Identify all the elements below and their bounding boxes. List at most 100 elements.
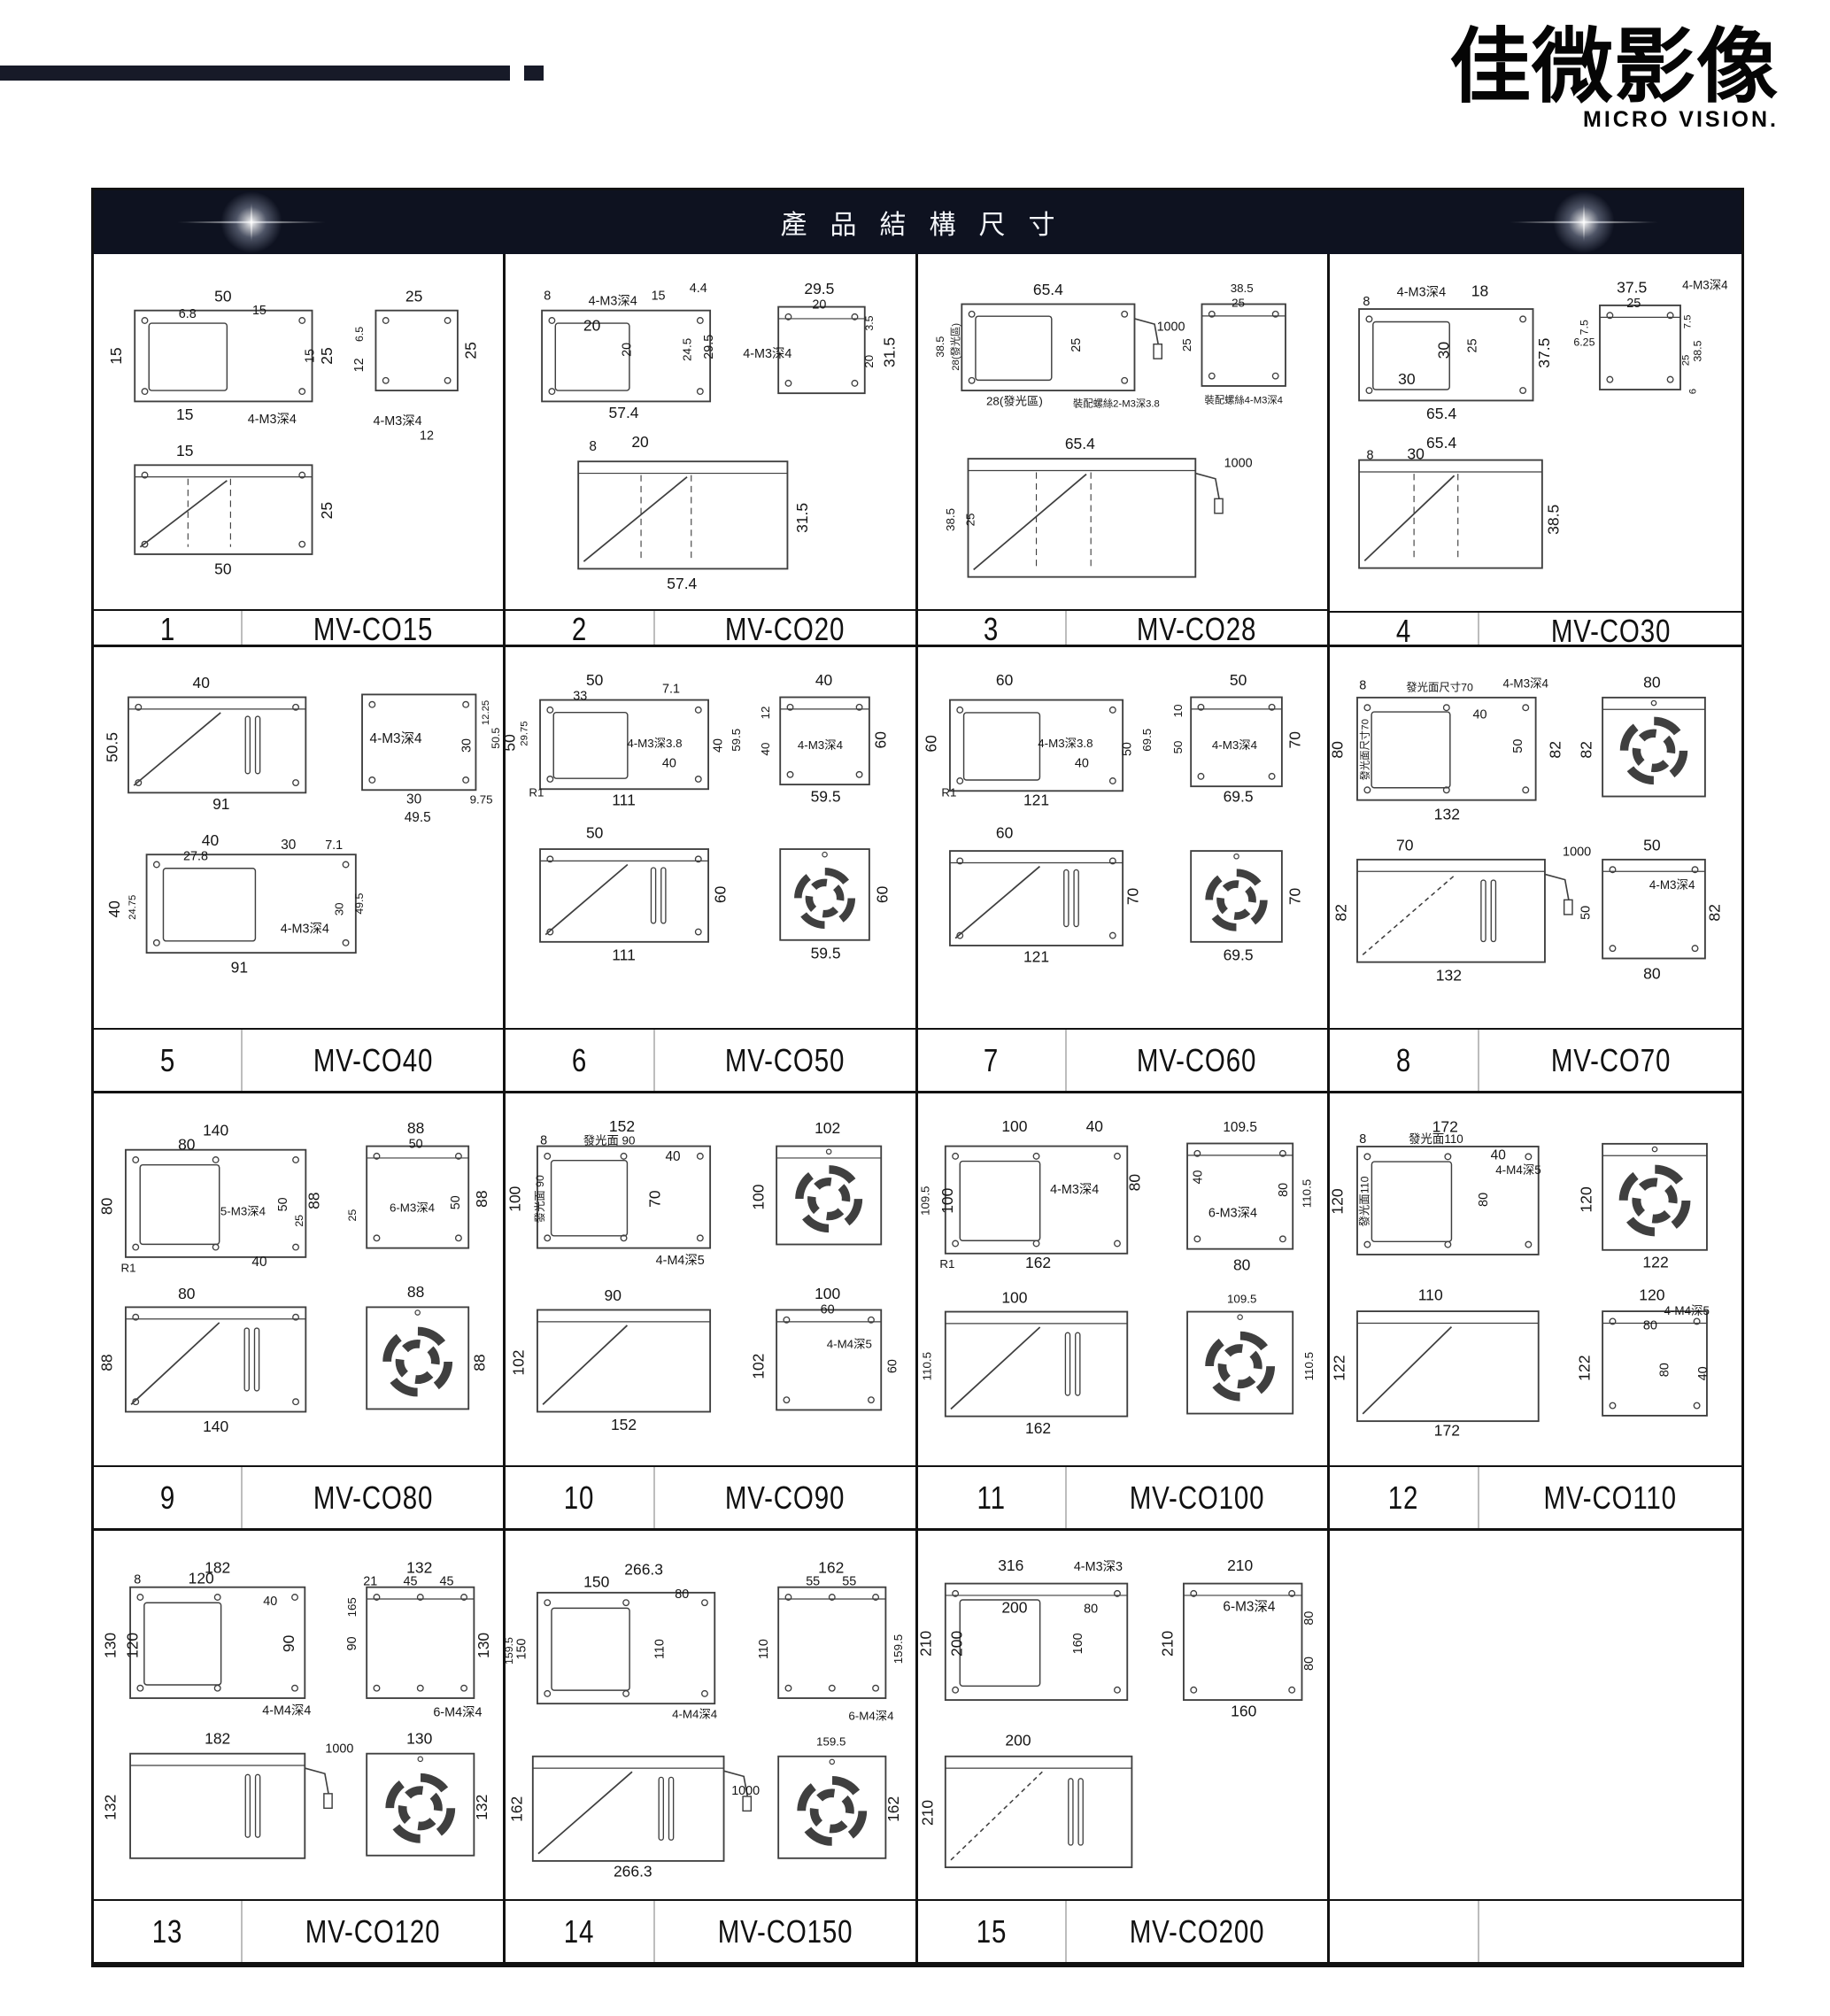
dimension-label: 29.5 [702, 335, 716, 359]
dimension-label: 38.5 [1692, 340, 1704, 361]
dimension-label: 40 [1472, 708, 1486, 722]
dimension-label: 80 [676, 1587, 690, 1602]
dimension-label: 69.5 [1139, 729, 1153, 752]
dimension-label: 100 [750, 1184, 768, 1209]
dimension-label: 30 [281, 838, 296, 853]
dimension-label: 88 [98, 1354, 116, 1371]
dimension-label: 4-M3深4 [248, 412, 297, 427]
dimension-label: 4-M4深4 [672, 1708, 718, 1721]
dimension-label: 40 [712, 738, 726, 753]
dimension-label: 210 [1227, 1556, 1253, 1574]
dimension-label: 60 [922, 735, 939, 753]
product-number: 4 [1330, 613, 1480, 651]
dimension-label: 4-M3深4 [1502, 676, 1548, 690]
product-name: MV-CO60 [1137, 1041, 1257, 1078]
dimension-label: 100 [1001, 1288, 1027, 1306]
dimension-label: 100 [1001, 1117, 1027, 1135]
dimension-label: 31.5 [793, 503, 811, 533]
product-name: MV-CO200 [1129, 1912, 1265, 1950]
dimension-label: 55 [843, 1575, 857, 1589]
dimension-label: R1 [121, 1261, 136, 1274]
dimension-label: 152 [611, 1416, 637, 1433]
dimension-label: 4-M4深5 [1495, 1163, 1541, 1177]
dimension-label: 8 [544, 289, 552, 303]
dimension-label: 150 [583, 1573, 609, 1591]
dimension-label: 28(發光區) [949, 323, 961, 371]
dimension-label: 150 [515, 1639, 529, 1660]
dimension-label: 109.5 [918, 1186, 931, 1216]
dimension-label: 109.5 [1223, 1120, 1257, 1135]
dimension-label: 110 [653, 1639, 668, 1659]
dimension-label: 60 [874, 885, 892, 903]
dimension-label: 7.5 [1578, 320, 1590, 335]
dimension-label: 210 [918, 1800, 936, 1826]
dimension-label: 6.8 [179, 307, 197, 321]
product-name: MV-CO100 [1129, 1479, 1265, 1516]
dimension-label: 130 [406, 1729, 432, 1747]
dimension-label: 4-M3深4 [281, 922, 329, 937]
dimension-label: 12 [420, 429, 434, 444]
dimension-label: 50 [449, 1195, 463, 1209]
dimension-label: 50 [214, 560, 232, 578]
product-number: 2 [506, 610, 655, 648]
dimension-label: 132 [406, 1558, 432, 1576]
product-number [1330, 1901, 1480, 1962]
dimension-label: 29.75 [520, 721, 530, 745]
dimension-label: 110.5 [1301, 1352, 1315, 1380]
table-header: 產品結構尺寸 [94, 190, 1741, 254]
product-name: MV-CO28 [1137, 610, 1257, 647]
dimension-label: 24.5 [681, 338, 694, 361]
dimension-label: 90 [345, 1636, 359, 1650]
dimension-label: 4-M3深3.8 [628, 737, 683, 750]
dimension-label: 40 [251, 1255, 266, 1270]
dimension-label: 40 [202, 831, 220, 849]
dimension-label: 82 [1546, 741, 1564, 759]
dimension-label: 4-M3深4 [1211, 738, 1257, 752]
dimension-label: 25 [405, 287, 422, 305]
dimension-label: 4-M3深3.8 [1038, 737, 1093, 750]
dimension-label: 25 [1465, 338, 1479, 352]
dimension-label: 65.4 [1064, 435, 1094, 452]
product-number: 11 [918, 1467, 1067, 1528]
flare-icon [1509, 191, 1659, 253]
product-number: 14 [506, 1901, 655, 1962]
dimension-label: 40 [662, 757, 676, 771]
dimension-label: 50.5 [104, 732, 121, 762]
dimension-label: R1 [941, 785, 956, 799]
dimension-label: 40 [815, 671, 833, 689]
dimension-label: 6-M3深4 [1223, 1598, 1275, 1614]
dimension-label: 6-M4深4 [433, 1705, 482, 1720]
dimension-label: 159.5 [892, 1634, 905, 1664]
dimension-label: 40 [1074, 757, 1088, 771]
dimension-label: 102 [815, 1119, 840, 1137]
dimension-label: 210 [1158, 1631, 1176, 1657]
dimension-label: 65.4 [1426, 405, 1456, 422]
dimension-label: 160 [1231, 1703, 1256, 1720]
dimension-label: 10 [1170, 704, 1184, 717]
dimension-label: 4-M3深4 [370, 730, 422, 746]
dimension-label: 132 [1433, 805, 1459, 823]
dimension-label: 100 [815, 1285, 840, 1302]
dimension-label: 15 [107, 347, 125, 364]
dimension-label: 82 [1577, 741, 1594, 759]
dimension-label: 4-M3深3 [1073, 1559, 1122, 1574]
dimension-label: 38.5 [1230, 282, 1253, 295]
dimension-label: 20 [862, 355, 876, 368]
dimension-label: 1000 [325, 1742, 353, 1757]
